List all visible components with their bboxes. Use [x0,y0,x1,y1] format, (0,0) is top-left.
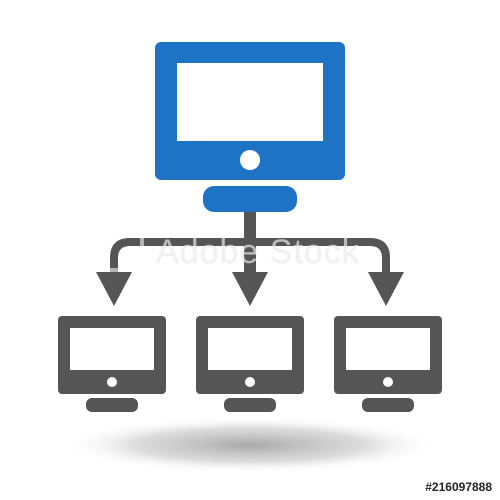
client-computer-center-icon [196,316,304,412]
central-computer-icon [155,42,345,212]
central-power-button [240,150,260,170]
central-stand [203,186,297,212]
watermark-logo-icon [100,232,144,272]
central-screen [177,63,323,141]
arrow-center-icon [232,272,268,306]
client-computer-right-icon [334,316,442,412]
network-connector-arrows [96,212,404,306]
stock-watermark: Adobe Stock [100,222,400,282]
floor-shadow [60,417,440,473]
arrow-left-icon [96,272,132,306]
client-computer-left-icon [58,316,166,412]
arrow-right-icon [368,272,404,306]
stock-id-label: #216097888 [425,480,492,494]
watermark-text: Adobe Stock [156,232,360,271]
